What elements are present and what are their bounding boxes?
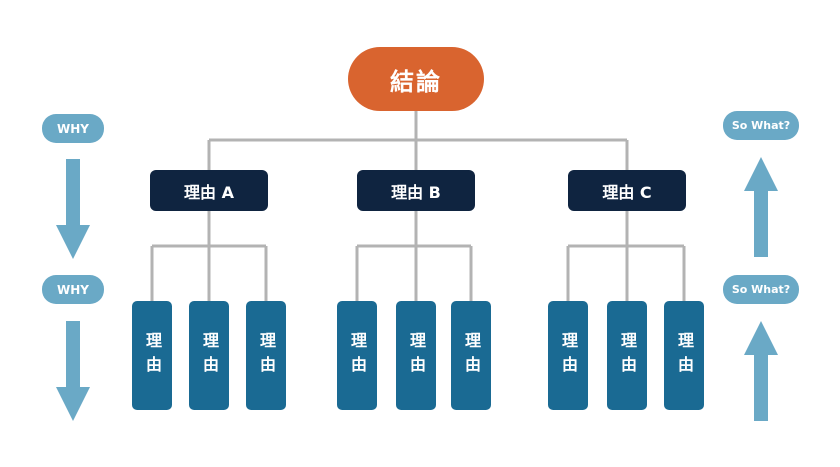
reason-b-leaf-1: 理由 [337,301,377,410]
reason-a-node: 理由 A [150,170,268,211]
reason-c-leaf-1: 理由 [548,301,588,410]
down-arrow-icon [56,159,90,259]
so-what-label-top: So What? [723,111,799,140]
down-arrow-icon [56,321,90,421]
so-what-label-bottom: So What? [723,275,799,304]
reason-a-leaf-2: 理由 [189,301,229,410]
up-arrow-icon [744,157,778,257]
reason-a-leaf-3: 理由 [246,301,286,410]
reason-b-leaf-2: 理由 [396,301,436,410]
up-arrow-icon [744,321,778,421]
reason-c-leaf-2: 理由 [607,301,647,410]
conclusion-node: 結論 [348,47,484,111]
reason-a-leaf-1: 理由 [132,301,172,410]
reason-b-leaf-3: 理由 [451,301,491,410]
reason-c-node: 理由 C [568,170,686,211]
why-label-top: WHY [42,114,104,143]
reason-b-node: 理由 B [357,170,475,211]
why-label-bottom: WHY [42,275,104,304]
reason-c-leaf-3: 理由 [664,301,704,410]
